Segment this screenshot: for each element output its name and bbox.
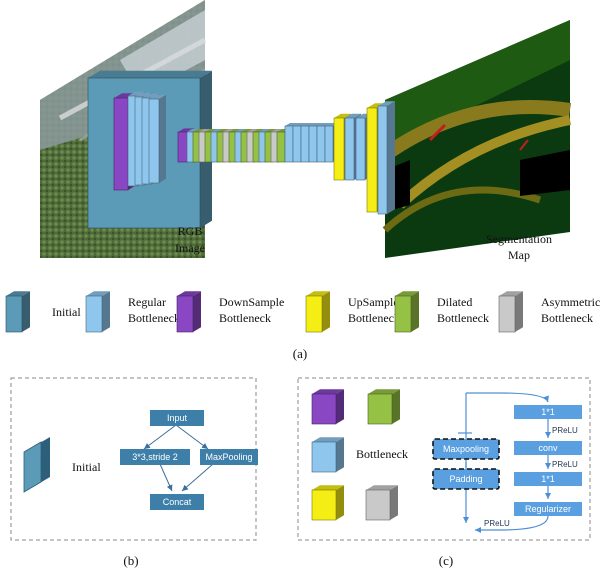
legend-swatch-downsample <box>176 291 201 333</box>
node-conv1x1-a-label: 1*1 <box>541 407 555 417</box>
legend-label-initial-0: Initial <box>52 305 81 319</box>
panel-b-initial-label: Initial <box>72 460 101 474</box>
legend-label-regular-0: Regular <box>128 295 166 309</box>
legend-label-dilated-1: Bottleneck <box>437 311 489 325</box>
legend-swatch-dilated <box>394 291 419 333</box>
node-regularizer <box>514 502 582 516</box>
segmentation-label-line2: Map <box>508 248 530 262</box>
segmentation-map <box>380 20 572 258</box>
block-regular-33 <box>377 101 395 215</box>
segmentation-label-line1: Segmentation <box>486 232 552 246</box>
node-padding-label: Padding <box>449 474 482 484</box>
legend-swatch-upsample <box>305 291 330 333</box>
node-maxpooling <box>200 449 258 465</box>
legend-label-upsample-0: UpSample <box>348 295 399 309</box>
panel-c-icon-dilated <box>367 389 400 425</box>
node-conv1x1-b-label: 1*1 <box>541 474 555 484</box>
panel-c-flow: Maxpooling Padding 1*1 conv 1*1 Regulari… <box>432 392 582 533</box>
legend-label-regular-1: Bottleneck <box>128 311 180 325</box>
node-conv <box>120 449 190 465</box>
legend-label-downsample-0: DownSample <box>219 295 284 309</box>
panel-c: Bottleneck Maxpooling Padding 1*1 conv <box>297 377 591 541</box>
legend-label-dilated-0: Dilated <box>437 295 472 309</box>
node-concat-label: Concat <box>163 497 192 507</box>
node-regularizer-label: Regularizer <box>525 504 571 514</box>
node-maxpooling-c <box>432 438 500 460</box>
caption-a: (a) <box>293 346 307 361</box>
bottleneck-blocks <box>87 70 395 229</box>
panel-c-icon-asymmetric <box>365 485 398 521</box>
legend-label-downsample-1: Bottleneck <box>219 311 271 325</box>
node-padding <box>432 468 500 490</box>
panel-c-frame <box>297 377 591 541</box>
panel-c-icon-downsample <box>311 389 344 425</box>
caption-c: (c) <box>439 553 453 568</box>
node-input-label: Input <box>167 413 188 423</box>
node-conv1x1-b <box>514 472 582 486</box>
node-concat <box>150 494 204 510</box>
rgb-image-label-line1: RGB <box>178 224 203 238</box>
panel-c-icon-upsample <box>311 485 344 521</box>
legend-swatch-regular <box>85 291 110 333</box>
legend-label-asymmetric-1: Bottleneck <box>541 311 593 325</box>
panel-b-initial-icon <box>23 437 50 493</box>
panel-c-block-icons <box>311 389 400 521</box>
edge-label-prelu-1: PReLU <box>552 426 578 435</box>
node-conv1x1-a <box>514 405 582 419</box>
panel-b-flow: Input 3*3,stride 2 MaxPooling Concat <box>120 410 258 510</box>
legend-swatch-asymmetric <box>498 291 523 333</box>
panel-c-bottleneck-label: Bottleneck <box>356 447 408 461</box>
network-pipeline: RGB Image Segmentation Map <box>40 0 572 262</box>
edge-label-prelu-2: PReLU <box>552 460 578 469</box>
node-conv <box>514 441 582 455</box>
node-input <box>150 410 204 426</box>
rgb-image-label-line2: Image <box>175 241 205 255</box>
legend-label-asymmetric-0: Asymmetric <box>541 295 600 309</box>
node-maxpooling-c-label: Maxpooling <box>443 444 489 454</box>
panel-c-icon-regular <box>311 437 344 473</box>
node-conv-label: conv <box>538 443 558 453</box>
block-regular-5 <box>148 94 166 184</box>
edge-label-prelu-3: PReLU <box>484 519 510 528</box>
legend-label-upsample-1: Bottleneck <box>348 311 400 325</box>
node-conv-label: 3*3,stride 2 <box>132 452 178 462</box>
panel-b: Initial Input 3*3,stride 2 MaxPooling Co… <box>10 377 258 541</box>
node-maxpooling-label: MaxPooling <box>205 452 252 462</box>
caption-b: (b) <box>123 553 138 568</box>
legend-swatch-initial <box>5 291 30 333</box>
